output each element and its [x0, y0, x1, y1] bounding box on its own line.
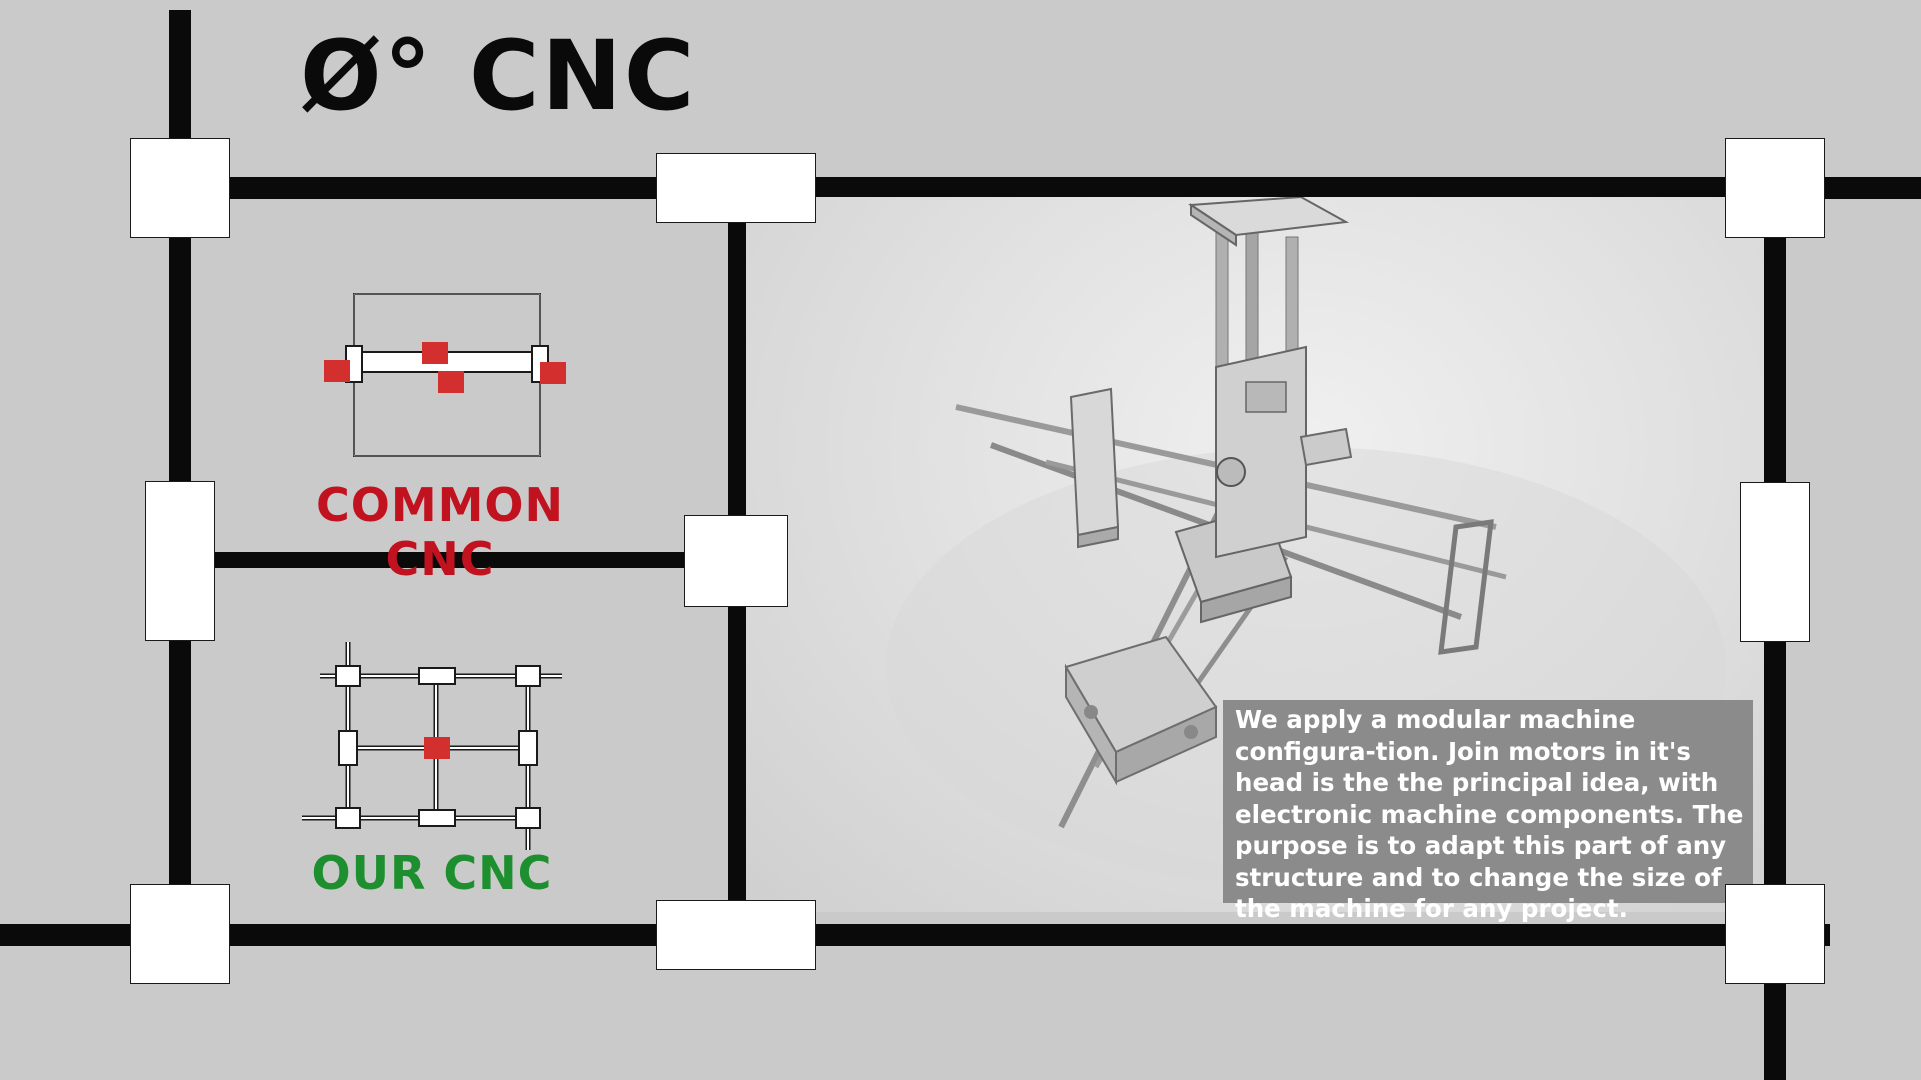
- common-cnc-label: COMMON CNC: [315, 478, 565, 586]
- joint-box-left-middle: [145, 481, 215, 641]
- joint-box-bottom-right: [1725, 884, 1825, 984]
- joint-box-bottom-left: [130, 884, 230, 984]
- joint-box-right-middle: [1740, 482, 1810, 642]
- joint-box-top-center: [656, 153, 816, 223]
- motor-block-center: [424, 737, 450, 759]
- frame-bar-divider-horizontal: [180, 552, 740, 568]
- motor-block-right: [540, 362, 566, 384]
- motor-block-left: [324, 360, 350, 382]
- joint-box-bottom-center: [656, 900, 816, 970]
- frame-bar-top-horizontal: [169, 177, 1921, 199]
- frame-bar-bottom-horizontal: [0, 924, 1830, 946]
- our-cnc-diagram: [302, 642, 562, 850]
- joint-box-top-right: [1725, 138, 1825, 238]
- joint-box-top-left: [130, 138, 230, 238]
- motor-block-center-top: [422, 342, 448, 364]
- our-cnc-label: OUR CNC: [311, 846, 553, 900]
- page-title: Ø° CNC: [300, 20, 697, 132]
- joint-box-center-middle: [684, 515, 788, 607]
- description-text: We apply a modular machine configura-tio…: [1223, 700, 1753, 923]
- motor-block-center-bottom: [438, 371, 464, 393]
- common-cnc-diagram: [324, 293, 566, 457]
